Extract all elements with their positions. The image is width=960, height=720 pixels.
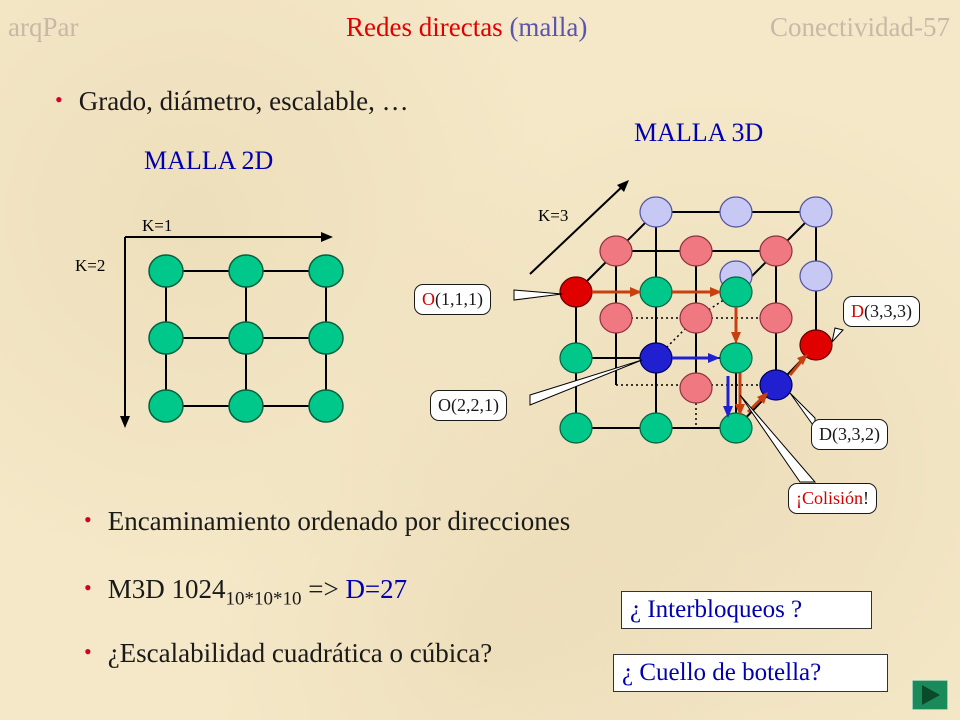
bullet-dot: •: [84, 639, 92, 664]
k2-label: K=2: [75, 256, 106, 275]
node-3d-front: [719, 412, 753, 444]
mesh-2d-diagram: [120, 232, 344, 428]
callout-colision-close: !: [863, 488, 870, 508]
question-interbloqueos: ¿ Interbloqueos ?: [621, 591, 872, 629]
bullet-encaminamiento: • Encaminamiento ordenado por direcciones: [84, 506, 570, 537]
node-2d: [148, 321, 184, 355]
node-2d: [308, 321, 344, 355]
k1-label: K=1: [142, 216, 173, 235]
bullet-dot: •: [55, 87, 63, 112]
next-slide-button[interactable]: [912, 680, 948, 710]
node-3d-front: [719, 342, 753, 374]
callout-o111-prefix: O: [422, 289, 435, 309]
node-3d-front: [559, 342, 593, 374]
node-3d-mid: [599, 235, 633, 267]
node-3d-back: [719, 196, 753, 228]
question-cuello-de-botella: ¿ Cuello de botella?: [613, 654, 888, 692]
callout-colision: ¡Colisión!: [788, 483, 878, 514]
callout-d332: D(3,3,2): [811, 419, 888, 450]
bullet-m3d: • M3D 102410*10*10 => D=27: [84, 574, 407, 610]
node-3d-front: [719, 276, 753, 308]
bullet-encaminamiento-text: Encaminamiento ordenado por direcciones: [107, 506, 571, 536]
slide-number-label: Conectividad-57: [770, 12, 950, 42]
bullet-grado: • Grado, diámetro, escalable, …: [55, 86, 409, 117]
node-3d-mid: [599, 302, 633, 334]
callout-d333-rest: (3,3,3): [864, 301, 912, 321]
node-o221: [639, 342, 673, 374]
node-2d: [228, 321, 264, 355]
bullet-m3d-subscript: 10*10*10: [225, 588, 302, 610]
node-3d-front: [639, 412, 673, 444]
bullet-dot: •: [84, 507, 92, 532]
callout-o111: O(1,1,1): [414, 284, 491, 315]
bullet-m3d-arrow: =>: [301, 574, 346, 604]
callout-colision-open: ¡: [796, 488, 802, 508]
node-2d: [308, 389, 344, 423]
slide-title-paren: (malla): [509, 12, 588, 42]
play-arrow-icon: [922, 685, 940, 705]
mesh-3d-diagram: [513, 180, 844, 483]
node-d333: [799, 329, 833, 361]
course-label: arqPar: [8, 12, 79, 42]
node-d332: [759, 369, 793, 401]
k3-label: K=3: [538, 206, 569, 225]
callout-o221: O(2,2,1): [430, 390, 507, 421]
bullet-grado-text: Grado, diámetro, escalable, …: [78, 86, 409, 116]
bullet-escalabilidad: • ¿Escalabilidad cuadrática o cúbica?: [84, 638, 492, 669]
malla-2d-label: MALLA 2D: [144, 146, 274, 175]
bullet-m3d-prefix: M3D 1024: [107, 574, 226, 604]
node-3d-mid: [759, 235, 793, 267]
node-2d: [148, 254, 184, 288]
node-3d-front: [559, 412, 593, 444]
node-3d-mid: [759, 302, 793, 334]
node-3d-mid: [679, 372, 713, 404]
callout-d333: D(3,3,3): [843, 296, 920, 327]
node-2d: [308, 254, 344, 288]
slide-title-main: Redes directas: [346, 12, 503, 42]
node-3d-mid: [679, 302, 713, 334]
node-2d: [148, 389, 184, 423]
callout-d333-prefix: D: [851, 301, 864, 321]
node-3d-back: [799, 260, 833, 292]
bullet-m3d-result: D=27: [345, 574, 408, 604]
bullet-escalabilidad-text: ¿Escalabilidad cuadrática o cúbica?: [107, 638, 493, 668]
slide-title: Redes directas (malla): [346, 12, 587, 43]
bullet-dot: •: [84, 575, 92, 600]
node-3d-mid: [679, 235, 713, 267]
node-2d: [228, 389, 264, 423]
node-3d-back: [639, 196, 673, 228]
node-o111: [559, 276, 593, 308]
callout-o111-rest: (1,1,1): [435, 289, 483, 309]
callout-colision-word: Colisión: [802, 488, 864, 508]
malla-3d-label: MALLA 3D: [634, 118, 764, 147]
node-2d: [228, 254, 264, 288]
node-3d-front: [639, 276, 673, 308]
node-3d-back: [799, 196, 833, 228]
